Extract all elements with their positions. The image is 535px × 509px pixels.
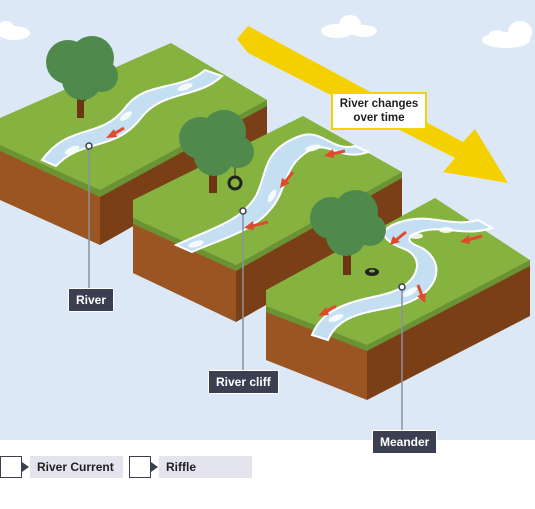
legend-swatch	[129, 456, 151, 478]
legend-label-riffle: Riffle	[159, 456, 252, 478]
red-arrow-icon	[244, 220, 269, 230]
red-arrow-icon	[106, 126, 125, 138]
red-arrow-icon	[324, 149, 346, 158]
legend-pointer	[22, 462, 29, 472]
legend-label-river-current: River Current	[30, 456, 123, 478]
tire-swing-icon	[227, 175, 243, 191]
legend-swatch	[0, 456, 22, 478]
cloud-icon	[321, 15, 377, 38]
river-changes-banner: River changes over time	[331, 92, 427, 130]
landscape-block-3	[266, 190, 530, 400]
cloud-icon	[482, 21, 532, 48]
cloud-icon	[0, 21, 30, 40]
tree-icon	[179, 110, 254, 193]
meander-label: Meander	[372, 430, 438, 454]
tree-icon	[46, 36, 118, 118]
callout-leaders	[85, 142, 406, 430]
banner-line-2: over time	[353, 112, 405, 124]
legend-pointer	[151, 462, 158, 472]
river-cliff-label: River cliff	[208, 370, 279, 394]
red-arrow-icon	[280, 171, 295, 188]
tree-icon	[310, 190, 386, 275]
red-arrow-icon	[318, 304, 337, 316]
red-arrow-icon	[416, 284, 426, 303]
tire-icon	[365, 268, 379, 276]
river-label: River	[68, 288, 115, 312]
red-arrow-icon	[390, 230, 407, 245]
banner-line-1: River changes	[339, 98, 419, 110]
red-arrow-icon	[460, 234, 483, 244]
